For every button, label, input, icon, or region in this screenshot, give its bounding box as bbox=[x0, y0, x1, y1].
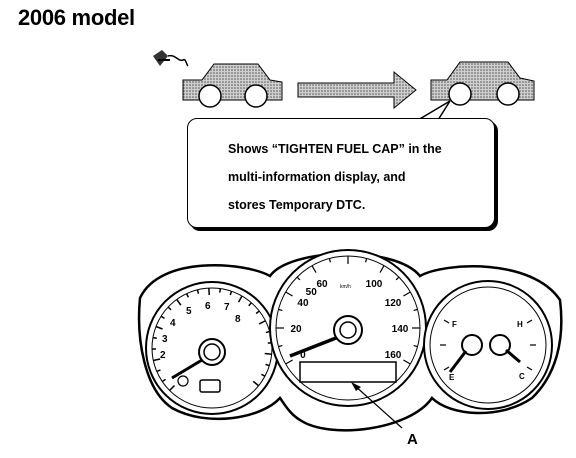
tach-tick-mark bbox=[185, 293, 190, 298]
callout-line-3: stores Temporary DTC. bbox=[228, 198, 366, 212]
svg-text:km/h: km/h bbox=[340, 284, 351, 290]
callout-text: Shows “TIGHTEN FUEL CAP” in the multi-in… bbox=[228, 135, 442, 219]
speed-tick-label: 100 bbox=[366, 279, 383, 290]
speed-tick-label: 20 bbox=[290, 324, 302, 335]
speed-tick-mark bbox=[395, 276, 400, 281]
tach-tick-mark bbox=[176, 299, 182, 306]
tachometer: 5 6 7 8 4 3 2 bbox=[145, 281, 279, 415]
speed-tick-mark bbox=[379, 265, 385, 273]
speed-tick-mark bbox=[413, 308, 418, 311]
callout-box: Shows “TIGHTEN FUEL CAP” in the multi-in… bbox=[187, 118, 495, 228]
svg-text:7: 7 bbox=[224, 302, 230, 313]
speed-tick-mark bbox=[403, 291, 411, 297]
car-icon bbox=[430, 61, 535, 106]
tach-tick-mark bbox=[252, 380, 260, 387]
right-arrow-icon bbox=[297, 70, 417, 110]
speed-tick-label: 160 bbox=[385, 350, 402, 361]
speed-tick-label: 40 bbox=[297, 298, 309, 309]
fuel-cap-icon bbox=[153, 50, 189, 67]
tach-tick-mark bbox=[152, 336, 157, 340]
temp-hot-label: H bbox=[517, 320, 523, 329]
callout-line-2: multi-information display, and bbox=[228, 170, 406, 184]
tach-tick-mark bbox=[229, 291, 233, 296]
speed-tick-mark bbox=[278, 345, 283, 348]
callout-line-1: Shows “TIGHTEN FUEL CAP” in the bbox=[228, 142, 442, 156]
speed-tick-mark bbox=[285, 291, 293, 297]
tach-tick-mark bbox=[160, 315, 165, 319]
svg-text:8: 8 bbox=[235, 314, 241, 325]
tach-tick-mark bbox=[219, 288, 222, 293]
speed-tick-label: 0 bbox=[300, 350, 306, 361]
tach-tick-mark bbox=[261, 373, 266, 377]
fuel-empty-label: E bbox=[449, 373, 455, 382]
page-title: 2006 model bbox=[18, 5, 135, 30]
speed-tick-label: 50 bbox=[306, 287, 318, 298]
speed-tick-mark bbox=[403, 359, 411, 365]
tach-tick-mark bbox=[265, 330, 270, 334]
tach-tick-mark bbox=[161, 378, 166, 383]
tach-tick-mark bbox=[155, 325, 163, 330]
svg-text:2: 2 bbox=[160, 350, 166, 361]
tach-tick-mark bbox=[196, 289, 200, 294]
svg-text:3: 3 bbox=[162, 334, 168, 345]
speed-tick-mark bbox=[311, 265, 317, 273]
tach-tick-mark bbox=[265, 363, 270, 367]
tach-tick-mark bbox=[255, 310, 260, 315]
svg-text:6: 6 bbox=[205, 301, 211, 312]
speed-tick-label: 140 bbox=[392, 324, 409, 335]
tach-tick-mark bbox=[169, 384, 176, 391]
tach-tick-mark bbox=[153, 358, 161, 362]
svg-text:4: 4 bbox=[170, 318, 176, 329]
tach-tick-mark bbox=[167, 306, 172, 311]
svg-text:5: 5 bbox=[186, 306, 192, 317]
tach-tick-mark bbox=[258, 320, 266, 325]
speed-tick-mark bbox=[365, 258, 368, 263]
tach-tick-mark bbox=[156, 369, 161, 373]
speed-tick-mark bbox=[278, 308, 283, 311]
speed-tick-mark bbox=[328, 258, 331, 263]
temp-cold-label: C bbox=[519, 372, 525, 381]
tach-tick-mark bbox=[248, 302, 252, 307]
tach-tick-mark bbox=[237, 295, 243, 303]
speed-tick-mark bbox=[285, 359, 293, 365]
tach-tick-mark bbox=[264, 352, 272, 356]
car-icon bbox=[182, 63, 283, 108]
fuel-full-label: F bbox=[452, 320, 457, 329]
speed-tick-label: 60 bbox=[316, 279, 328, 290]
fuel-temp-gauge bbox=[423, 280, 553, 410]
speed-tick-mark bbox=[413, 345, 418, 348]
speed-tick-mark bbox=[296, 276, 301, 281]
callout-label-a: A bbox=[407, 431, 418, 448]
speed-tick-label: 120 bbox=[385, 298, 402, 309]
